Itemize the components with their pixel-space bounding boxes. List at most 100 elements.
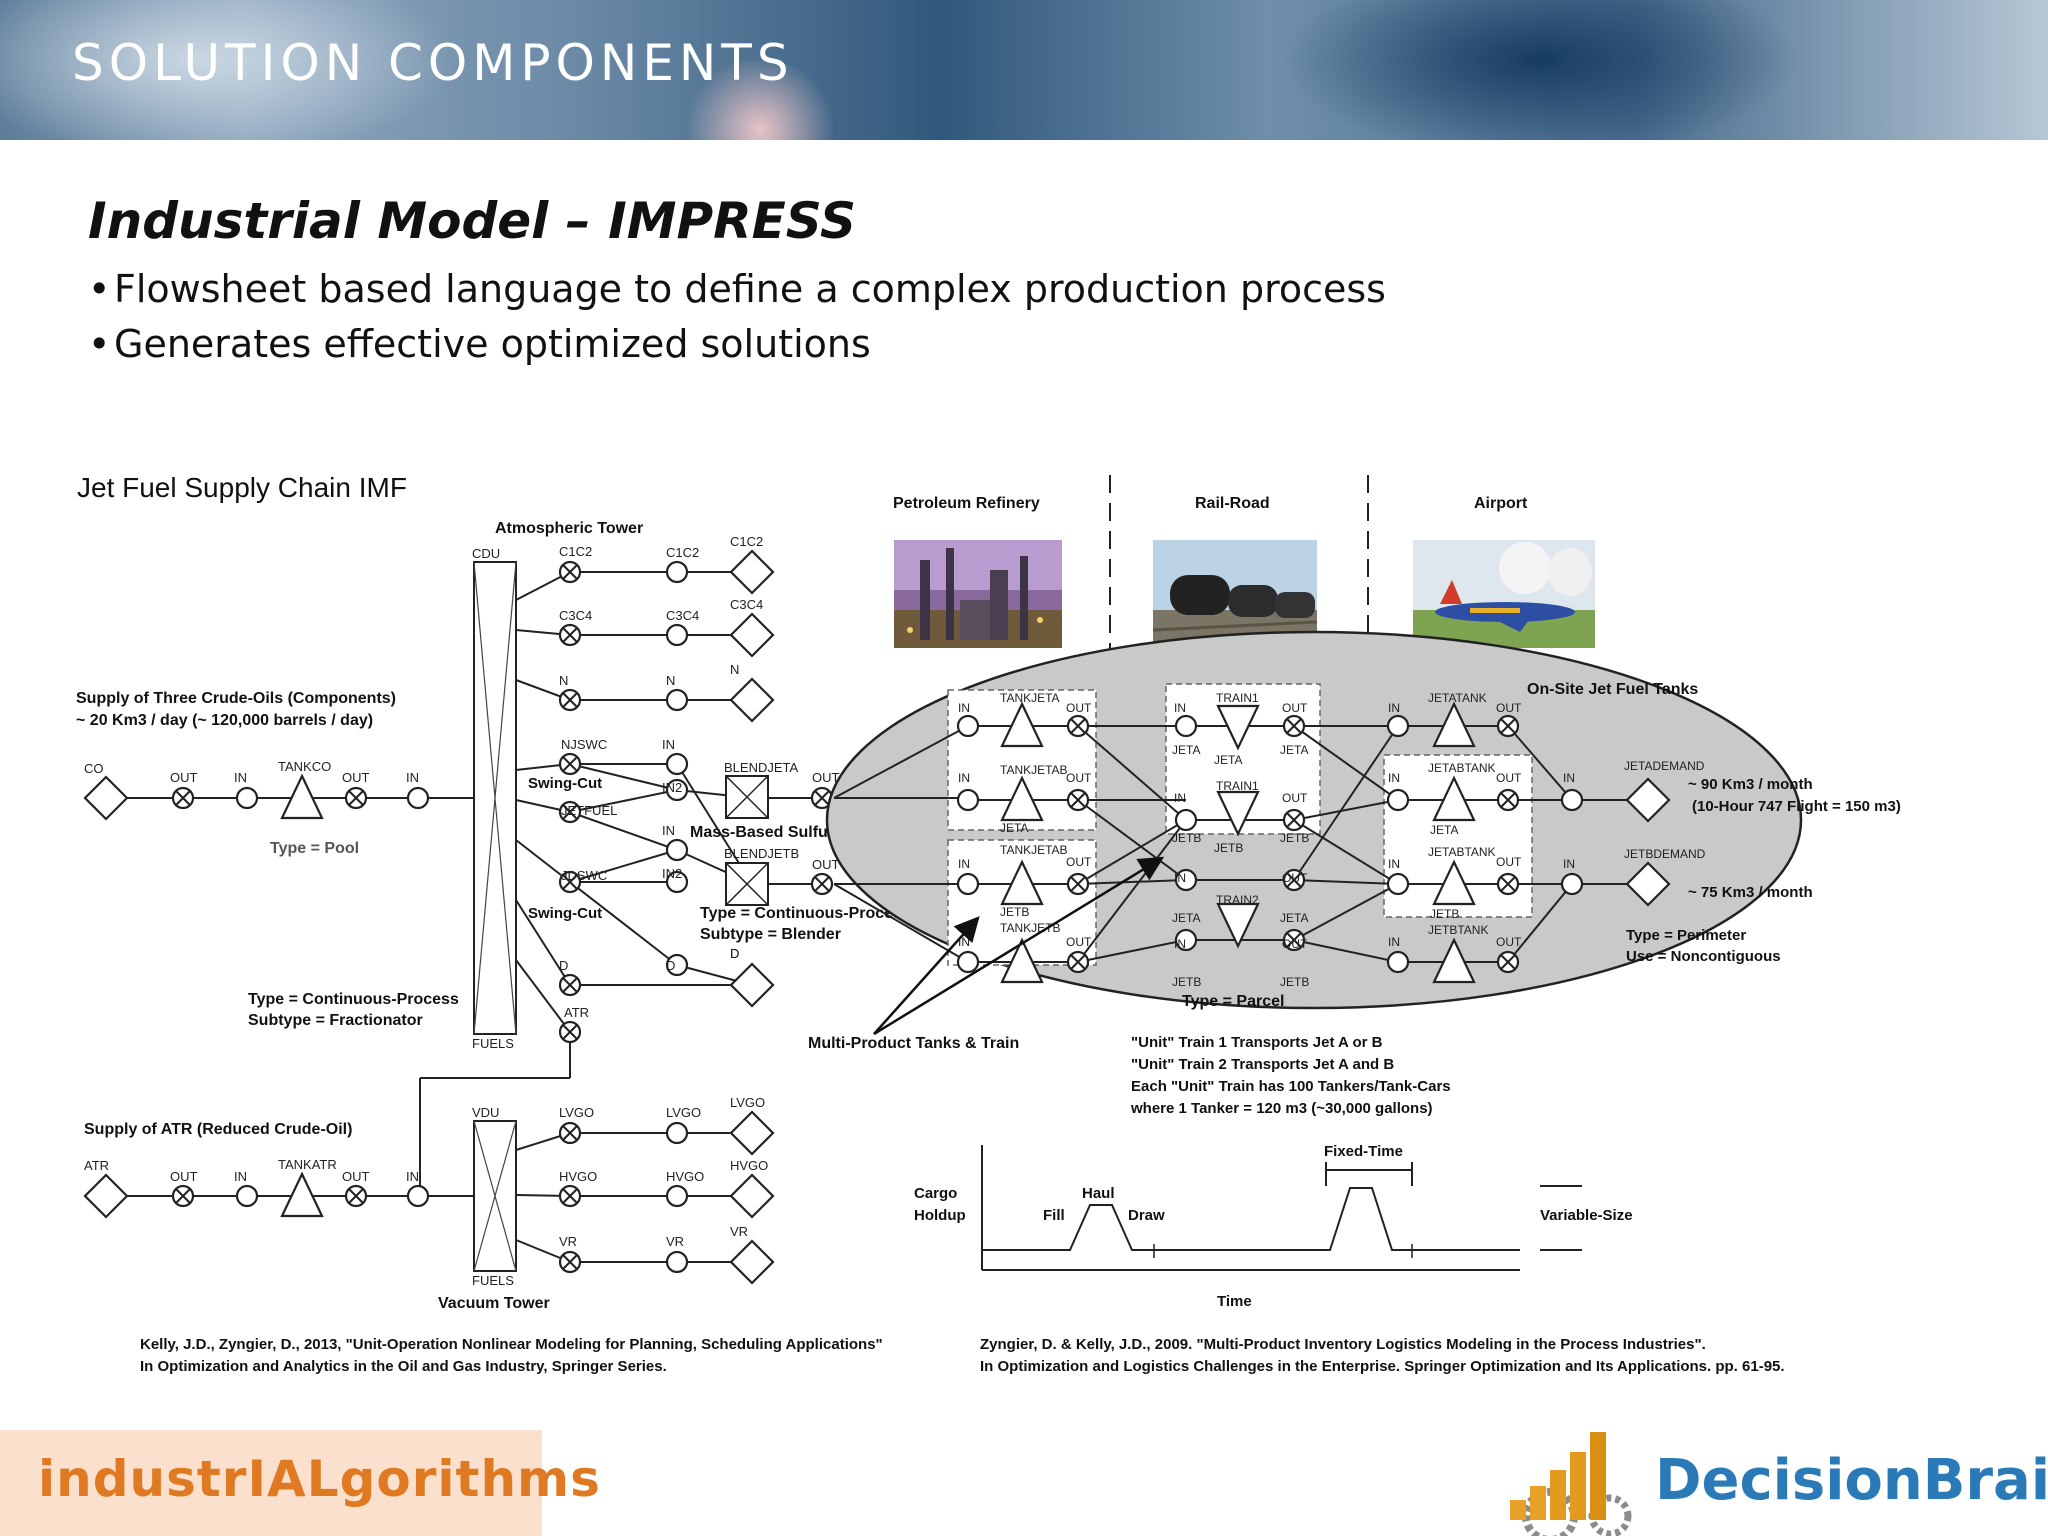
svg-text:IN: IN bbox=[1388, 701, 1400, 715]
svg-text:JETA: JETA bbox=[1430, 823, 1458, 837]
reference-right-2: In Optimization and Logistics Challenges… bbox=[980, 1358, 1785, 1375]
reference-left-2: In Optimization and Analytics in the Oil… bbox=[140, 1358, 667, 1375]
svg-text:"Unit" Train 2 Transports Jet: "Unit" Train 2 Transports Jet A and B bbox=[1131, 1056, 1394, 1073]
svg-text:OUT: OUT bbox=[1496, 855, 1522, 869]
cargo-holdup-chart bbox=[981, 1145, 1582, 1271]
svg-text:IN: IN bbox=[662, 737, 675, 752]
rail-road-label: Rail-Road bbox=[1195, 495, 1270, 512]
svg-text:VR: VR bbox=[730, 1224, 748, 1239]
svg-text:OUT: OUT bbox=[342, 770, 370, 785]
svg-text:~ 75 Km3 / month: ~ 75 Km3 / month bbox=[1688, 884, 1813, 901]
svg-text:Fixed-Time: Fixed-Time bbox=[1324, 1143, 1403, 1160]
svg-text:Time: Time bbox=[1217, 1293, 1252, 1310]
svg-text:TANKJETAB: TANKJETAB bbox=[1000, 843, 1068, 857]
svg-text:IN: IN bbox=[1563, 857, 1575, 871]
svg-text:IN: IN bbox=[1388, 935, 1400, 949]
svg-text:VR: VR bbox=[666, 1234, 684, 1249]
type-pool-label: Type = Pool bbox=[270, 840, 359, 857]
decisionbrain-logo: DecisionBrain bbox=[1490, 1420, 2048, 1536]
svg-text:IN: IN bbox=[958, 771, 970, 785]
svg-text:JETA: JETA bbox=[1000, 821, 1028, 835]
fractionator-type: Type = Continuous-Process bbox=[248, 991, 459, 1008]
svg-text:OUT: OUT bbox=[812, 857, 840, 872]
svg-text:ATR: ATR bbox=[84, 1158, 109, 1173]
svg-text:C1C2: C1C2 bbox=[559, 544, 592, 559]
railroad-photo bbox=[1152, 540, 1318, 648]
svg-text:OUT: OUT bbox=[170, 1169, 198, 1184]
svg-text:JETA: JETA bbox=[1280, 743, 1308, 757]
svg-text:JETB: JETB bbox=[1280, 831, 1309, 845]
svg-text:IN: IN bbox=[1174, 937, 1186, 951]
svg-text:JETB: JETB bbox=[1172, 975, 1201, 989]
svg-text:ATR: ATR bbox=[564, 1005, 589, 1020]
svg-text:OUT: OUT bbox=[812, 770, 840, 785]
diagram-title: Jet Fuel Supply Chain IMF bbox=[77, 472, 407, 503]
cdu-label: CDU bbox=[472, 546, 500, 561]
reference-left-1: Kelly, J.D., Zyngier, D., 2013, "Unit-Op… bbox=[140, 1336, 883, 1353]
svg-text:C3C4: C3C4 bbox=[666, 608, 699, 623]
petroleum-refinery-label: Petroleum Refinery bbox=[893, 495, 1040, 512]
svg-text:OUT: OUT bbox=[1496, 771, 1522, 785]
svg-text:where 1 Tanker = 120 m3 (~30,0: where 1 Tanker = 120 m3 (~30,000 gallons… bbox=[1130, 1100, 1433, 1117]
svg-text:OUT: OUT bbox=[1282, 937, 1308, 951]
svg-text:(10-Hour 747 Flight = 150 m3): (10-Hour 747 Flight = 150 m3) bbox=[1692, 798, 1901, 815]
svg-text:Swing-Cut: Swing-Cut bbox=[528, 905, 602, 922]
svg-text:Fill: Fill bbox=[1043, 1207, 1065, 1224]
svg-text:Swing-Cut: Swing-Cut bbox=[528, 775, 602, 792]
type-parcel-label: Type = Parcel bbox=[1182, 993, 1284, 1010]
svg-text:Type = Perimeter: Type = Perimeter bbox=[1626, 927, 1746, 944]
svg-text:TRAIN1: TRAIN1 bbox=[1216, 779, 1259, 793]
svg-text:IN: IN bbox=[1388, 771, 1400, 785]
svg-text:OUT: OUT bbox=[342, 1169, 370, 1184]
reference-right-1: Zyngier, D. & Kelly, J.D., 2009. "Multi-… bbox=[980, 1336, 1706, 1353]
svg-text:JETB: JETB bbox=[1280, 975, 1309, 989]
svg-text:JETABTANK: JETABTANK bbox=[1428, 761, 1496, 775]
industrialgorithms-logo: industrIALgorithms bbox=[0, 1430, 600, 1536]
supply-atr-label: Supply of ATR (Reduced Crude-Oil) bbox=[84, 1121, 352, 1138]
svg-text:JDSWC: JDSWC bbox=[561, 868, 607, 883]
svg-text:Cargo: Cargo bbox=[914, 1185, 957, 1202]
svg-text:OUT: OUT bbox=[1496, 935, 1522, 949]
svg-text:D: D bbox=[559, 958, 568, 973]
airport-label: Airport bbox=[1474, 495, 1528, 512]
bar-chart-gear-icon bbox=[1510, 1432, 1632, 1536]
svg-text:IN: IN bbox=[958, 857, 970, 871]
jet-fuel-flowsheet-diagram: Jet Fuel Supply Chain IMF Atmospheric To… bbox=[76, 472, 1901, 1375]
multi-product-label: Multi-Product Tanks & Train bbox=[808, 1035, 1019, 1052]
svg-text:Use = Noncontiguous: Use = Noncontiguous bbox=[1626, 948, 1781, 965]
svg-text:JETA: JETA bbox=[1280, 911, 1308, 925]
airport-photo bbox=[1413, 540, 1595, 648]
svg-text:JETADEMAND: JETADEMAND bbox=[1624, 759, 1705, 773]
svg-text:LVGO: LVGO bbox=[559, 1105, 594, 1120]
svg-text:"Unit" Train 1 Transports Jet: "Unit" Train 1 Transports Jet A or B bbox=[1131, 1034, 1383, 1051]
svg-text:VR: VR bbox=[559, 1234, 577, 1249]
svg-text:IN: IN bbox=[234, 1169, 247, 1184]
svg-text:N: N bbox=[730, 662, 739, 677]
slide-title: SOLUTION COMPONENTS bbox=[72, 34, 794, 92]
svg-text:OUT: OUT bbox=[1066, 771, 1092, 785]
supply-crude-rate: ~ 20 Km3 / day (~ 120,000 barrels / day) bbox=[76, 712, 373, 729]
svg-text:OUT: OUT bbox=[1066, 701, 1092, 715]
svg-text:LVGO: LVGO bbox=[730, 1095, 765, 1110]
header-banner: SOLUTION COMPONENTS bbox=[0, 0, 2048, 140]
atmospheric-tower-label: Atmospheric Tower bbox=[495, 520, 643, 537]
svg-text:IN: IN bbox=[662, 823, 675, 838]
svg-text:HVGO: HVGO bbox=[666, 1169, 704, 1184]
svg-text:D: D bbox=[730, 946, 739, 961]
svg-text:N: N bbox=[666, 673, 675, 688]
svg-text:IN: IN bbox=[406, 770, 419, 785]
bullet-item: •Flowsheet based language to define a co… bbox=[88, 267, 1386, 311]
fractionator-subtype: Subtype = Fractionator bbox=[248, 1012, 423, 1029]
svg-text:TANKJETB: TANKJETB bbox=[1000, 921, 1060, 935]
svg-text:IN: IN bbox=[1174, 791, 1186, 805]
refinery-photo bbox=[894, 540, 1062, 648]
svg-text:Holdup: Holdup bbox=[914, 1207, 966, 1224]
svg-text:TANKJETA: TANKJETA bbox=[1000, 691, 1060, 705]
svg-text:~ 90 Km3 / month: ~ 90 Km3 / month bbox=[1688, 776, 1813, 793]
svg-text:Draw: Draw bbox=[1128, 1207, 1165, 1224]
bullet-list: •Flowsheet based language to define a co… bbox=[88, 262, 1386, 372]
svg-text:IN: IN bbox=[958, 701, 970, 715]
bullet-item: •Generates effective optimized solutions bbox=[88, 322, 871, 366]
svg-text:HVGO: HVGO bbox=[730, 1158, 768, 1173]
svg-text:TANKATR: TANKATR bbox=[278, 1157, 337, 1172]
